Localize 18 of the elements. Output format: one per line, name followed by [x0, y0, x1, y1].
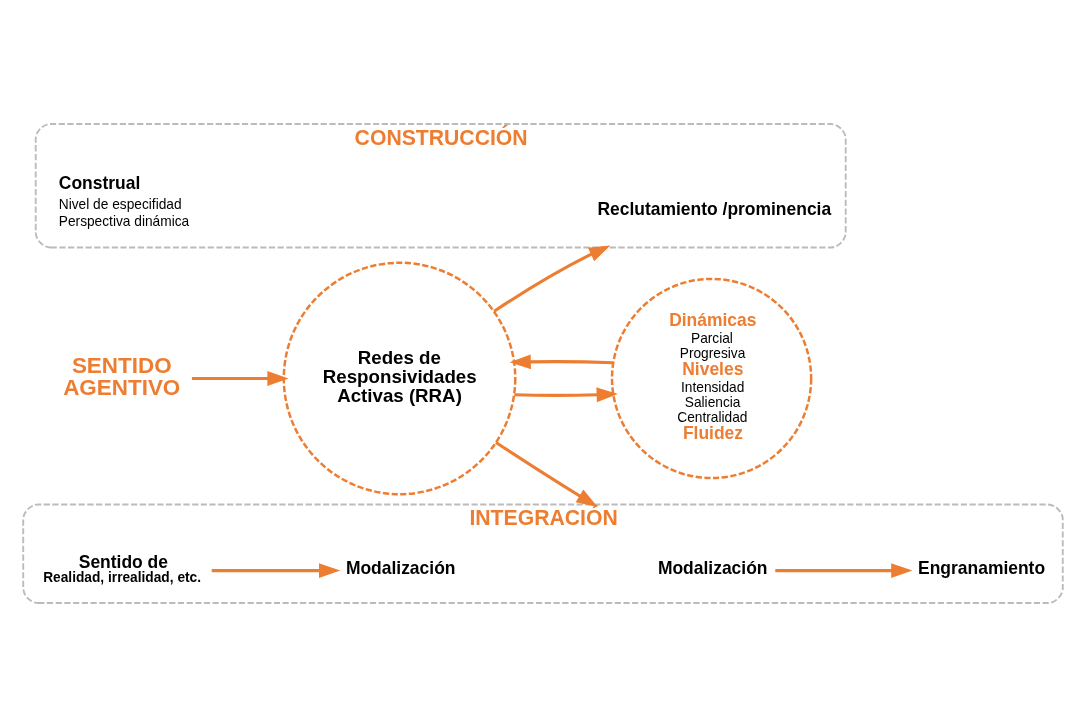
node-text: Modalización: [345, 557, 456, 578]
arrow: [775, 563, 913, 579]
node-circle: Dinámicas Parcial Progresiva Niveles Intensidad Saliencia Centralidad Fluidez: [610, 277, 813, 480]
arrow: [191, 371, 289, 386]
node-text: Sentido de Realidad, irrealidad, etc.: [43, 551, 202, 586]
arrow: [514, 387, 618, 403]
arrow: [509, 354, 614, 370]
node-text: SENTIDO AGENTIVO: [63, 352, 181, 401]
node-circle: Redes de Responsividades Activas (RRA): [282, 261, 517, 496]
node-text: Construal: [58, 173, 141, 194]
arrow: [493, 245, 611, 313]
node-text: Modalización: [657, 557, 768, 578]
arrow: [211, 563, 341, 579]
arrow: [495, 441, 598, 507]
node-label: Perspectiva dinámica: [58, 214, 190, 230]
node-label: Nivel de especifidad: [58, 196, 182, 212]
node-text: Engranamiento: [918, 557, 1046, 578]
node-text: Reclutamiento /prominencia: [597, 198, 832, 219]
